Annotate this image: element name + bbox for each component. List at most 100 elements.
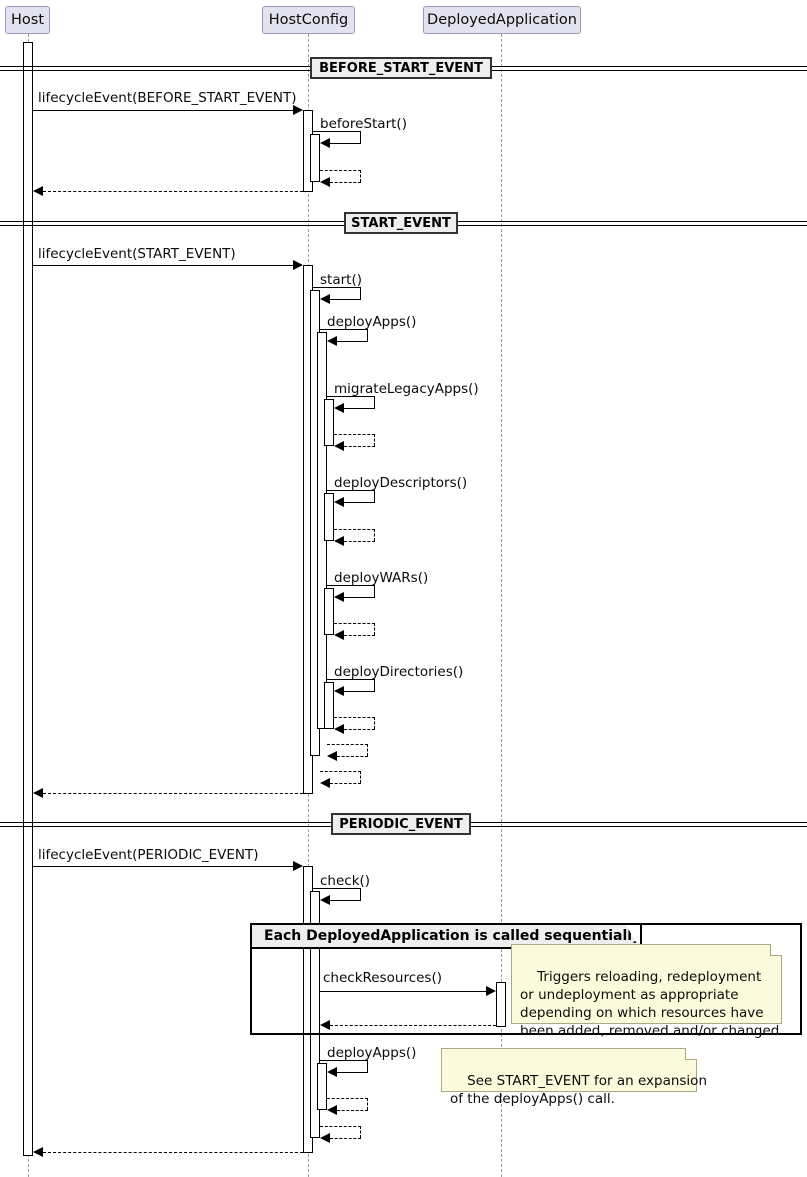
message-vline-beforestart-return xyxy=(360,170,361,182)
participant-deployedapplication[interactable]: DeployedApplication xyxy=(423,6,581,34)
activation-hostconfig-deploywars xyxy=(324,588,334,635)
message-vline-deploydescriptors-return xyxy=(374,529,375,541)
group-each-deployed-application xyxy=(250,923,802,1035)
note-check-resources: Triggers reloading, redeployment or unde… xyxy=(511,944,784,1039)
message-vline-start xyxy=(360,287,361,299)
message-line-start-return-top xyxy=(320,771,361,772)
message-line-start-bottom xyxy=(330,299,361,300)
message-line-deployapps-periodic-bottom xyxy=(337,1072,368,1073)
message-line-deployapps-start-return-bottom xyxy=(337,756,368,757)
note-fold-icon-2 xyxy=(685,1048,697,1060)
note-deploy-apps-text: See START_EVENT for an expansion of the … xyxy=(450,1073,708,1107)
message-vline-check xyxy=(360,888,361,900)
message-line-deploydescriptors-bottom xyxy=(344,502,375,503)
message-label-beforestart: beforeStart() xyxy=(320,116,407,132)
message-vline-deploydescriptors xyxy=(374,490,375,502)
arrowhead-start xyxy=(320,294,330,304)
message-line-start-top xyxy=(313,287,361,288)
message-line-beforestart-top xyxy=(313,131,361,132)
message-line-deploywars-bottom xyxy=(344,597,375,598)
arrowhead-deployapps-periodic xyxy=(327,1067,337,1077)
message-line-lifecycle-periodic xyxy=(33,866,295,867)
note-deploy-apps: See START_EVENT for an expansion of the … xyxy=(441,1048,707,1107)
message-vline-deployapps-periodic-return xyxy=(367,1098,368,1110)
message-line-migratelegacyapps-return-bottom xyxy=(344,446,375,447)
message-label-checkresources: checkResources() xyxy=(323,970,443,986)
arrowhead-lifecycle-periodic xyxy=(293,861,303,871)
message-line-deploydirectories-bottom xyxy=(344,691,375,692)
message-line-beforestart-return-top xyxy=(320,170,361,171)
message-line-deploydirectories-top xyxy=(327,679,375,680)
arrowhead-deploydirectories xyxy=(334,686,344,696)
arrowhead-lifecycle-before-start xyxy=(293,105,303,115)
message-line-deployapps-periodic-return-top xyxy=(327,1098,368,1099)
message-line-migratelegacyapps-top xyxy=(327,396,375,397)
participant-deployedapplication-label: DeployedApplication xyxy=(427,11,577,28)
participant-hostconfig-label: HostConfig xyxy=(268,11,349,28)
arrowhead-deployapps-start xyxy=(327,336,337,346)
arrowhead-lifecycle-start xyxy=(293,260,303,270)
message-line-check-return-top xyxy=(320,1126,361,1127)
message-vline-deploywars xyxy=(374,585,375,597)
message-line-checkresources xyxy=(320,991,488,992)
participant-host-label: Host xyxy=(10,11,44,28)
message-vline-migratelegacyapps-return xyxy=(374,434,375,446)
message-label-deploydescriptors: deployDescriptors() xyxy=(334,475,468,491)
message-vline-deployapps-periodic xyxy=(367,1060,368,1072)
message-line-deploywars-return-bottom xyxy=(344,635,375,636)
arrowhead-check xyxy=(320,895,330,905)
arrowhead-migratelegacyapps xyxy=(334,403,344,413)
participant-hostconfig[interactable]: HostConfig xyxy=(262,6,355,34)
message-line-deployapps-periodic-top xyxy=(320,1060,368,1061)
arrowhead-deploydirectories-return xyxy=(334,724,344,734)
arrowhead-check-return xyxy=(320,1133,330,1143)
message-line-deploydescriptors-top xyxy=(327,490,375,491)
message-line-deploydirectories-return-bottom xyxy=(344,729,375,730)
divider-periodic-box: PERIODIC_EVENT xyxy=(331,813,471,835)
message-vline-deploydirectories xyxy=(374,679,375,691)
message-line-migratelegacyapps-return-top xyxy=(334,434,375,435)
activation-hostconfig-migratelegacyapps xyxy=(324,399,334,446)
message-label-deployapps-start: deployApps() xyxy=(327,314,417,330)
participant-host[interactable]: Host xyxy=(5,6,50,34)
divider-before-start-label: BEFORE_START_EVENT xyxy=(319,60,483,76)
activation-hostconfig-beforestart-inner xyxy=(310,134,320,182)
message-line-deploydescriptors-return-top xyxy=(334,529,375,530)
message-vline-check-return xyxy=(360,1126,361,1138)
note-fold-icon xyxy=(770,944,782,956)
divider-periodic-label: PERIODIC_EVENT xyxy=(339,816,463,832)
message-line-return-periodic xyxy=(43,1152,303,1153)
arrowhead-beforestart xyxy=(320,138,330,148)
message-label-deploydirectories: deployDirectories() xyxy=(334,664,464,680)
activation-host-root xyxy=(23,42,33,1156)
message-label-lifecycle-start: lifecycleEvent(START_EVENT) xyxy=(38,246,236,262)
lifeline-deployedapplication xyxy=(501,34,502,1177)
message-label-lifecycle-before-start: lifecycleEvent(BEFORE_START_EVENT) xyxy=(38,90,297,106)
divider-start-label: START_EVENT xyxy=(351,215,451,231)
message-line-return-start xyxy=(43,793,303,794)
message-label-lifecycle-periodic: lifecycleEvent(PERIODIC_EVENT) xyxy=(38,847,259,863)
message-line-checkresources-return xyxy=(330,1025,496,1026)
message-line-lifecycle-before-start xyxy=(33,110,295,111)
message-vline-deploydirectories-return xyxy=(374,717,375,729)
message-label-deployapps-periodic: deployApps() xyxy=(327,1045,417,1061)
group-each-deployed-application-label: Each DeployedApplication is called seque… xyxy=(264,928,642,944)
divider-start-box: START_EVENT xyxy=(344,212,458,234)
arrowhead-checkresources xyxy=(486,986,496,996)
activation-hostconfig-deploydirectories xyxy=(324,682,334,729)
message-line-lifecycle-start xyxy=(33,265,295,266)
message-vline-deployapps-start xyxy=(367,329,368,341)
message-line-beforestart-return-bottom xyxy=(330,182,361,183)
arrowhead-return-before-start xyxy=(33,186,43,196)
activation-deployedapplication-checkresources xyxy=(496,982,506,1027)
message-line-check-top xyxy=(313,888,361,889)
arrowhead-beforestart-return xyxy=(320,177,330,187)
arrowhead-return-periodic xyxy=(33,1147,43,1157)
arrowhead-deploydescriptors-return xyxy=(334,536,344,546)
arrowhead-migratelegacyapps-return xyxy=(334,441,344,451)
message-label-migratelegacyapps: migrateLegacyApps() xyxy=(334,381,479,397)
message-label-start: start() xyxy=(320,272,362,288)
message-line-deploywars-return-top xyxy=(334,623,375,624)
message-line-beforestart-bottom xyxy=(330,143,361,144)
